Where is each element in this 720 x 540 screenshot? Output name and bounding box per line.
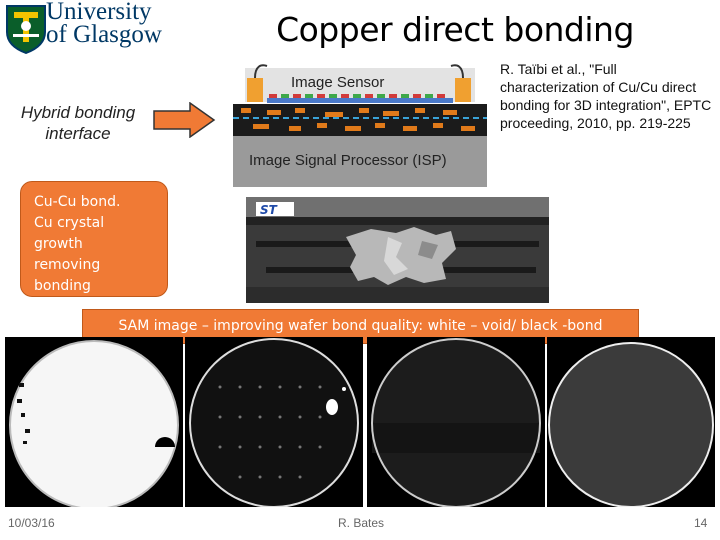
- hybrid-bonding-label: Hybrid bonding interface: [20, 103, 136, 143]
- tem-cross-section-image: ST: [246, 197, 549, 303]
- cu-bond-callout: Cu-Cu bond. Cu crystal growth removing b…: [20, 181, 168, 315]
- glasgow-crest-icon: [6, 5, 46, 55]
- cross-section-figure: Image Sensor Image Signal Processor (ISP…: [233, 60, 487, 187]
- wafer-image-3: [367, 337, 545, 508]
- isp-label: Image Signal Processor (ISP): [249, 152, 447, 169]
- university-logo: [4, 4, 170, 55]
- callout-line: Cu-Cu bond.: [34, 194, 121, 210]
- footer-date: 10/03/16: [8, 516, 55, 530]
- footer-author: R. Bates: [338, 516, 385, 530]
- callout-line: interface: [34, 299, 97, 315]
- image-sensor-label: Image Sensor: [291, 74, 385, 91]
- slide-title: Copper direct bonding: [276, 10, 634, 49]
- logo-line-1: University: [46, 0, 152, 25]
- wafer-image-1: [5, 337, 183, 510]
- callout-line: Cu crystal growth: [34, 215, 105, 252]
- callout-line: removing: [34, 257, 101, 273]
- sam-wafer-images: [5, 337, 715, 510]
- callout-line: bonding: [34, 278, 91, 294]
- orange-arrow-icon: [153, 102, 216, 138]
- page-number: 14: [694, 516, 708, 530]
- logo-line-2: of Glasgow: [46, 21, 162, 48]
- wafer-image-2: [185, 337, 363, 508]
- citation-text: R. Taïbi et al., "Full characterization …: [500, 61, 712, 131]
- st-logo-text: ST: [260, 203, 278, 217]
- university-wordmark: University of Glasgow: [46, 0, 168, 52]
- wafer-image-4: [547, 337, 715, 508]
